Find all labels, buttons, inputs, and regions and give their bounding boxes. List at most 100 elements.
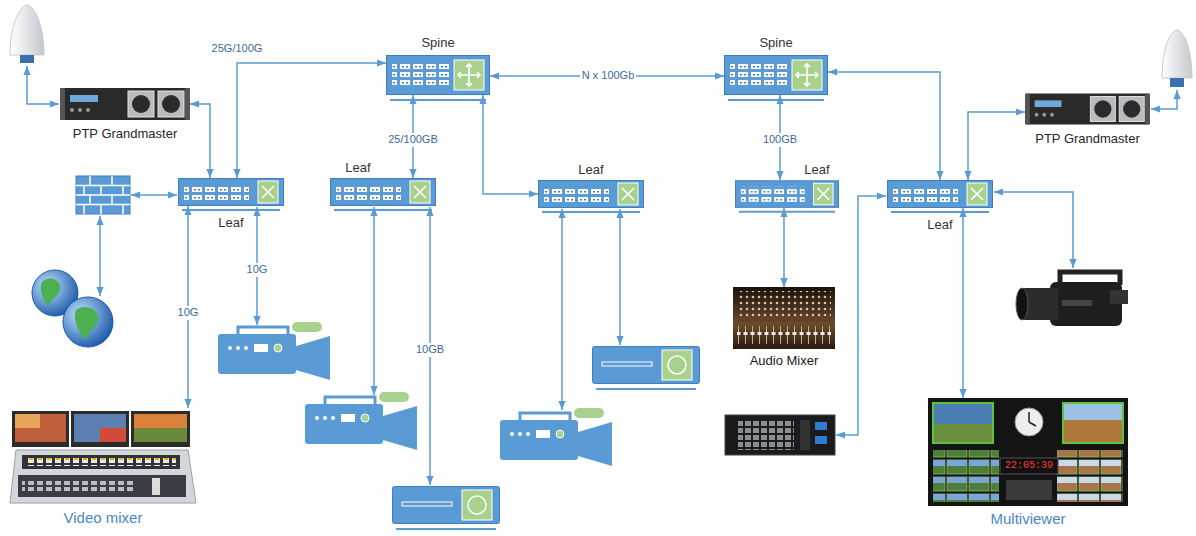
antenna-dome bbox=[1162, 30, 1192, 78]
clock-readout: 22:05:39 bbox=[1003, 460, 1055, 472]
video-mixer-art bbox=[10, 411, 196, 503]
program-tile bbox=[1064, 404, 1122, 420]
bandwidth-label: 100GB bbox=[761, 133, 799, 146]
leaf-switch: Leaf bbox=[330, 178, 436, 206]
console-faders bbox=[737, 326, 831, 344]
camera-icon bbox=[500, 408, 612, 466]
network-link bbox=[483, 95, 538, 194]
network-link bbox=[968, 112, 1025, 180]
rack-panel bbox=[725, 415, 835, 455]
t-bar bbox=[152, 478, 160, 495]
grandmaster-box: PTP Grandmaster bbox=[60, 88, 190, 120]
leaf-switch: Leaf bbox=[887, 180, 993, 208]
wire bbox=[561, 209, 563, 410]
media-server-icon bbox=[393, 487, 500, 530]
wire bbox=[1151, 90, 1177, 109]
camera-icon bbox=[305, 392, 417, 450]
preview-tile bbox=[933, 403, 993, 443]
node-label: Video mixer bbox=[64, 509, 143, 526]
wire bbox=[836, 196, 886, 435]
globe-land bbox=[41, 279, 61, 306]
globe bbox=[63, 297, 113, 347]
source-tiles bbox=[933, 450, 999, 502]
camcorder bbox=[1016, 272, 1128, 326]
monitor bbox=[71, 411, 129, 447]
firewall-wall bbox=[76, 176, 130, 214]
multiviewer-art bbox=[928, 398, 1128, 506]
video-mixer: Video mixer bbox=[10, 408, 196, 503]
bandwidth-label: 10G bbox=[176, 306, 201, 319]
firewall-icon bbox=[76, 176, 130, 214]
leaf-switch: Leaf bbox=[538, 180, 644, 208]
bandwidth-label: 25/100GB bbox=[386, 133, 440, 146]
monitor bbox=[131, 411, 190, 447]
gps-antenna bbox=[10, 5, 44, 63]
node-label: Leaf bbox=[804, 163, 829, 178]
console-knobs bbox=[737, 291, 831, 319]
camera-icon bbox=[218, 322, 330, 380]
node-label: Leaf bbox=[927, 218, 952, 233]
network-link bbox=[828, 72, 940, 180]
control-desk bbox=[10, 450, 196, 503]
mixing-console bbox=[733, 287, 835, 349]
monitor-screen bbox=[134, 414, 187, 442]
leaf-switch-icon bbox=[539, 181, 644, 213]
node-label: Leaf bbox=[218, 216, 243, 231]
monitor-screen bbox=[15, 414, 40, 428]
antenna-dome bbox=[10, 5, 44, 55]
node-label: Spine bbox=[421, 36, 454, 51]
panel-slot bbox=[800, 420, 810, 450]
globe-land bbox=[75, 307, 98, 340]
device-wires bbox=[27, 66, 1177, 485]
clock-hands bbox=[1029, 412, 1036, 426]
spine-switch: Spine bbox=[386, 55, 490, 95]
leaf-switch-icon bbox=[331, 179, 436, 211]
gps-antenna bbox=[1162, 30, 1192, 87]
monitor-screen bbox=[134, 428, 187, 442]
node-label: Audio Mixer bbox=[750, 354, 819, 369]
leaf-switch-icon bbox=[735, 181, 838, 212]
spine-switch: Spine bbox=[724, 55, 828, 95]
internet-globe bbox=[32, 270, 113, 347]
spine-switch-icon bbox=[387, 56, 490, 101]
control-panel bbox=[18, 475, 186, 497]
node-label: Leaf bbox=[578, 163, 603, 178]
network-link bbox=[783, 208, 785, 287]
firewall-bricks bbox=[76, 176, 130, 214]
antenna-base bbox=[20, 55, 34, 63]
wire bbox=[99, 216, 101, 296]
camcorder-detail bbox=[1062, 300, 1092, 306]
source-tile bbox=[1006, 480, 1052, 500]
clock-face bbox=[1015, 408, 1043, 436]
bandwidth-label: 25G/100G bbox=[210, 42, 265, 55]
panel-light bbox=[815, 436, 827, 444]
bandwidth-label: N x 100Gb bbox=[580, 69, 637, 82]
network-link bbox=[190, 104, 210, 178]
leaf-switch: Leaf bbox=[735, 180, 839, 208]
camcorder-lens bbox=[1016, 288, 1028, 320]
program-tile bbox=[1063, 403, 1123, 443]
desk-buttons bbox=[26, 458, 176, 466]
grandmaster-device bbox=[1025, 94, 1150, 125]
audio-mixer: Audio Mixer bbox=[733, 287, 835, 349]
wire bbox=[994, 192, 1073, 268]
panel-keys bbox=[738, 420, 794, 450]
wire bbox=[373, 207, 375, 395]
control-panel-device bbox=[725, 415, 835, 455]
desk-buttons bbox=[22, 479, 134, 493]
node-label: Spine bbox=[759, 36, 792, 51]
clock-panel bbox=[1000, 458, 1058, 474]
network-link bbox=[962, 208, 964, 398]
wire bbox=[131, 194, 177, 196]
wire bbox=[619, 209, 621, 345]
leaf-switch-icon bbox=[888, 181, 993, 213]
grandmaster-device bbox=[60, 88, 190, 120]
monitor-screen bbox=[15, 414, 66, 442]
multiviewer-screen bbox=[928, 398, 1128, 506]
antenna-base bbox=[1170, 78, 1184, 87]
panel-light bbox=[815, 422, 827, 430]
monitor-screen bbox=[74, 414, 126, 442]
node-label: Leaf bbox=[345, 161, 370, 176]
network-link bbox=[237, 63, 386, 178]
